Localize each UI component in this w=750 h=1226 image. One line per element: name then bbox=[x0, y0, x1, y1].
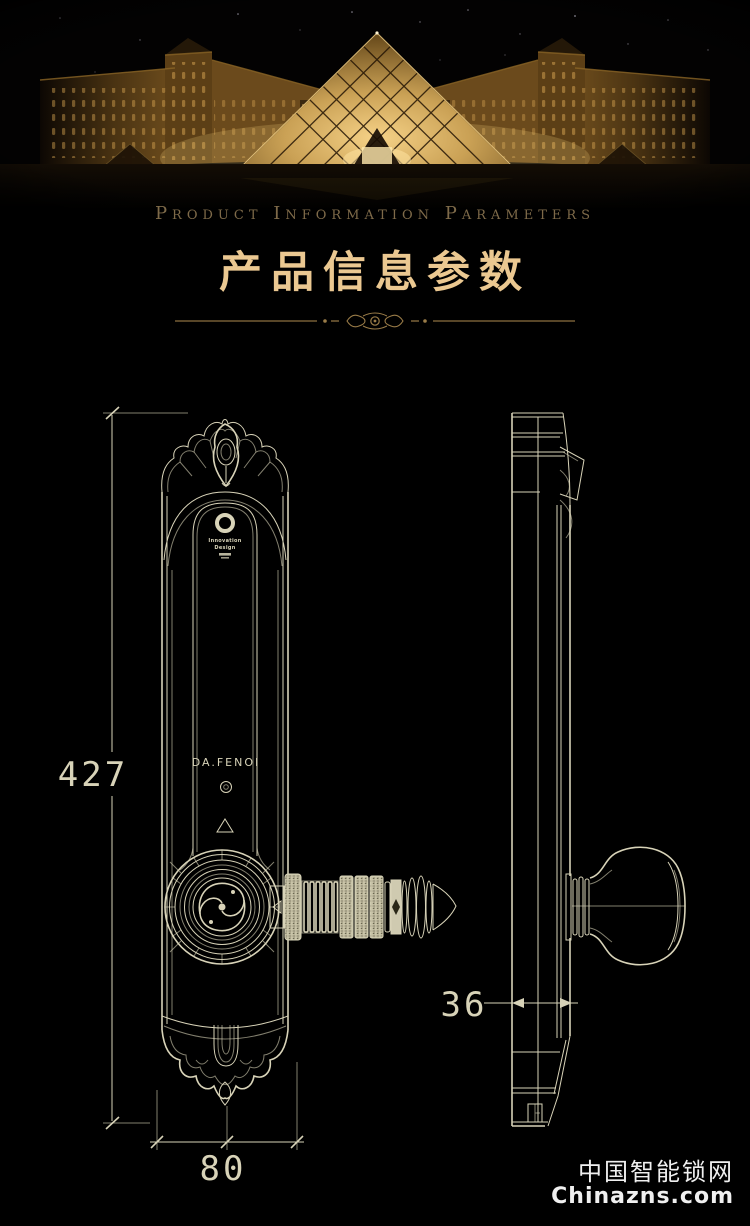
depth-dimension-label: 36 bbox=[441, 985, 488, 1025]
watermark: 中国智能锁网 Chinazns.com bbox=[551, 1157, 734, 1211]
logo-text-line1: Innovation bbox=[208, 538, 241, 544]
logo-text-line2: Design bbox=[214, 545, 235, 551]
rosette bbox=[164, 849, 280, 965]
watermark-site-name: 中国智能锁网 bbox=[578, 1157, 734, 1186]
louvre-night-photo bbox=[0, 0, 750, 210]
watermark-site-domain: Chinazns.com bbox=[551, 1184, 734, 1210]
page-title: 产品信息参数 bbox=[219, 248, 531, 298]
front-view-drawing: Innovation Design DA.FENOI bbox=[161, 419, 457, 1106]
dimension-427: 427 bbox=[58, 406, 188, 1130]
brand-label: DA.FENOI bbox=[192, 756, 261, 769]
subtitle: Product Information Parameters bbox=[154, 203, 596, 224]
knob-side bbox=[565, 846, 686, 966]
width-dimension-label: 80 bbox=[200, 1149, 247, 1189]
ornamental-divider-icon bbox=[175, 312, 575, 330]
dimension-36: 36 bbox=[441, 985, 578, 1025]
side-view-drawing bbox=[511, 412, 686, 1127]
dimension-80: 80 bbox=[150, 1062, 304, 1189]
technical-drawing: Innovation Design DA.FENOI bbox=[58, 406, 686, 1189]
height-dimension-label: 427 bbox=[58, 755, 128, 795]
handle-front bbox=[269, 873, 457, 941]
